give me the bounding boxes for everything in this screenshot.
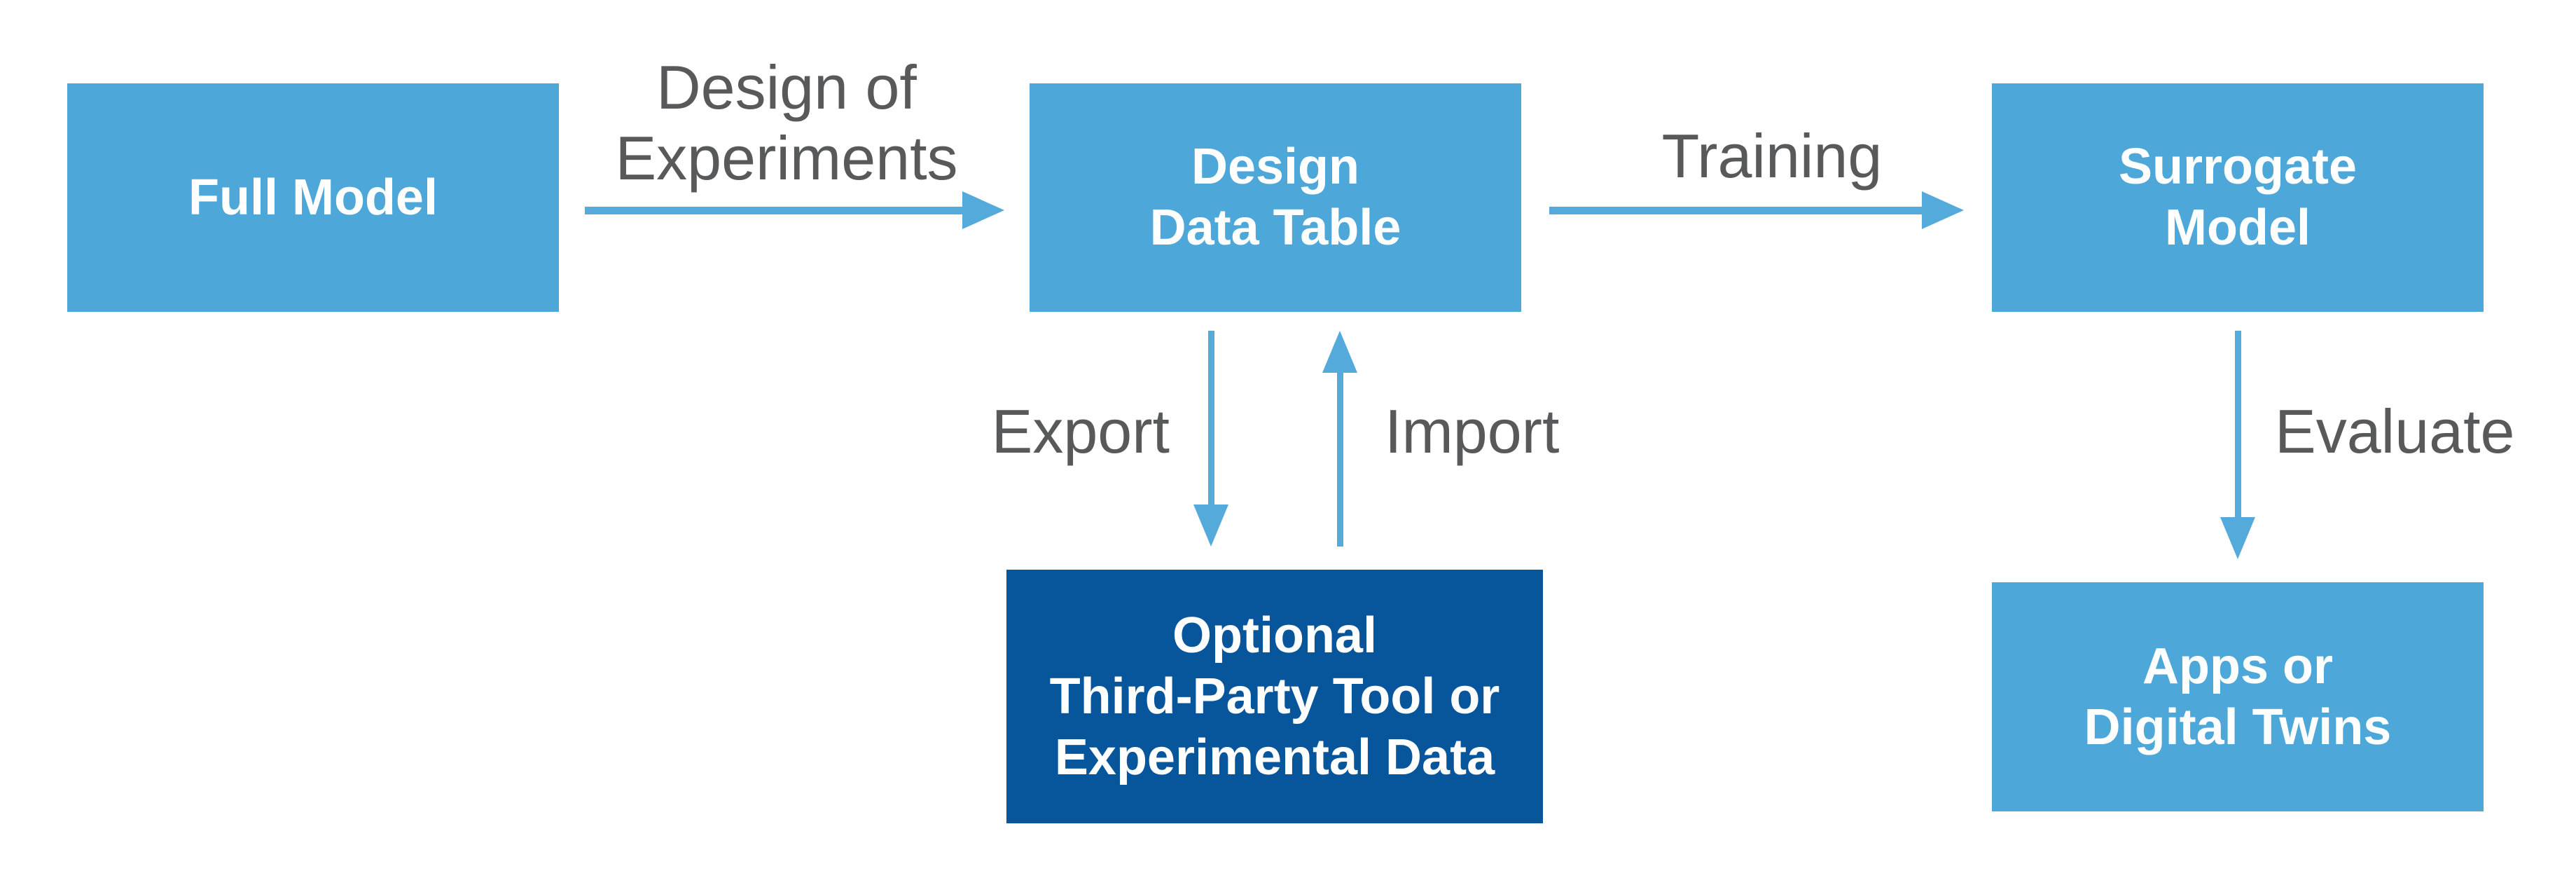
label-import: Import <box>1385 397 1560 466</box>
label-evaluate: Evaluate <box>2275 397 2515 466</box>
export-arrow-down-icon <box>1193 331 1228 547</box>
arrow-shaft <box>1337 372 1343 547</box>
arrow-shaft <box>1549 207 1923 214</box>
node-label: Digital Twins <box>2084 699 2392 755</box>
node-label: Apps or <box>2142 638 2333 694</box>
arrow-head <box>1322 331 1357 373</box>
arrow-shaft <box>585 207 963 214</box>
design-of-experiments-arrow-right-icon <box>585 188 1004 233</box>
node-label: Full Model <box>188 169 438 226</box>
node-label: Model <box>2165 200 2311 256</box>
training-arrow-right-icon <box>1549 188 1964 233</box>
node-label: Third-Party Tool or <box>1049 668 1500 725</box>
node-design-data-table: Design Data Table <box>1030 83 1521 312</box>
node-label: Optional <box>1172 607 1377 664</box>
edge-label-line: Experiments <box>615 123 958 193</box>
node-label: Data Table <box>1149 200 1401 256</box>
node-full-model: Full Model <box>67 83 559 312</box>
evaluate-arrow-down-icon <box>2220 331 2255 559</box>
import-arrow-up-icon <box>1322 331 1357 547</box>
arrow-head <box>2220 517 2255 559</box>
node-label: Surrogate <box>2118 139 2357 195</box>
node-surrogate-model: Surrogate Model <box>1992 83 2484 312</box>
label-training: Training <box>1661 121 1883 191</box>
node-label: Experimental Data <box>1054 729 1495 785</box>
arrow-head <box>1193 505 1228 547</box>
label-design-of-experiments: Design of Experiments <box>541 52 1032 193</box>
arrow-shaft <box>1208 331 1214 505</box>
node-apps-digital-twins: Apps or Digital Twins <box>1992 582 2484 811</box>
node-third-party-tool: Optional Third-Party Tool or Experimenta… <box>1006 570 1543 823</box>
edge-label-line: Design of <box>656 53 917 122</box>
node-label: Design <box>1191 139 1360 195</box>
label-export: Export <box>991 397 1170 466</box>
arrow-head <box>1922 191 1964 229</box>
arrow-head <box>962 191 1004 229</box>
arrow-shaft <box>2235 331 2241 518</box>
